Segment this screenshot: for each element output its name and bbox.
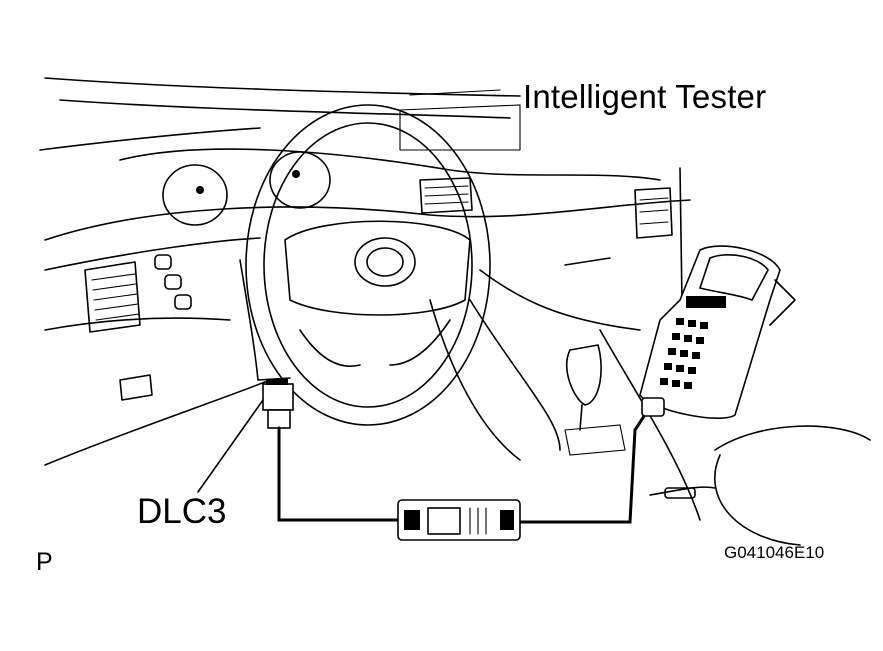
instrument-gauges (162, 151, 331, 226)
cable-adapter (397, 499, 521, 541)
gear-shift (564, 344, 626, 456)
intelligent-tester-label: Intelligent Tester (523, 78, 767, 115)
left-air-vent (84, 261, 141, 333)
steering-wheel (245, 104, 491, 426)
dlc3-connector (262, 379, 294, 429)
dash-switches (119, 254, 192, 401)
intelligent-tester-device (639, 245, 796, 419)
dlc3-label: DLC3 (137, 492, 227, 531)
view-marker-label: P (36, 548, 53, 576)
tester-cable (277, 408, 650, 524)
figure-code-label: G041046E10 (724, 543, 825, 562)
steering-column (239, 259, 291, 381)
dashboard (39, 77, 701, 521)
callout-lines (197, 167, 683, 493)
center-air-vent (419, 177, 673, 266)
seat (649, 425, 871, 546)
tester-keypad (660, 318, 708, 389)
